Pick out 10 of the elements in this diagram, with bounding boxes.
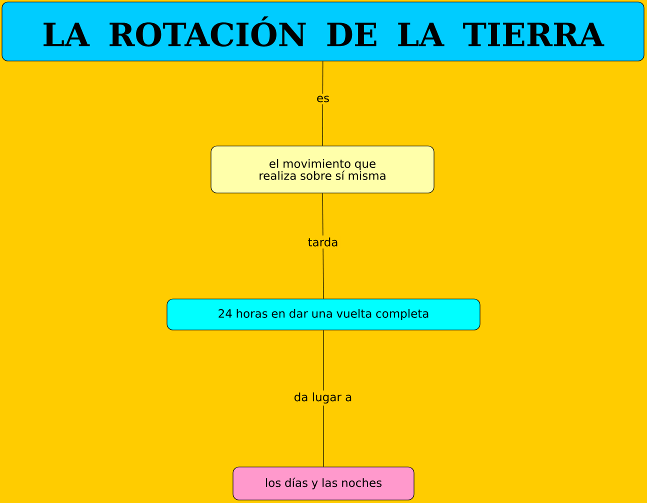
edge-label: da lugar a [292,390,354,406]
connector-line [322,193,324,299]
connector-line [323,330,324,467]
concept-box: el movimiento que realiza sobre sí misma [210,146,434,194]
concept-box: 24 horas en dar una vuelta completa [166,298,480,330]
concept-box: los días y las noches [232,466,414,500]
title-box: LA ROTACIÓN DE LA TIERRA [2,2,644,62]
edge-label: tarda [306,236,340,248]
edge-label: es [314,94,332,104]
connector-line [322,61,324,146]
